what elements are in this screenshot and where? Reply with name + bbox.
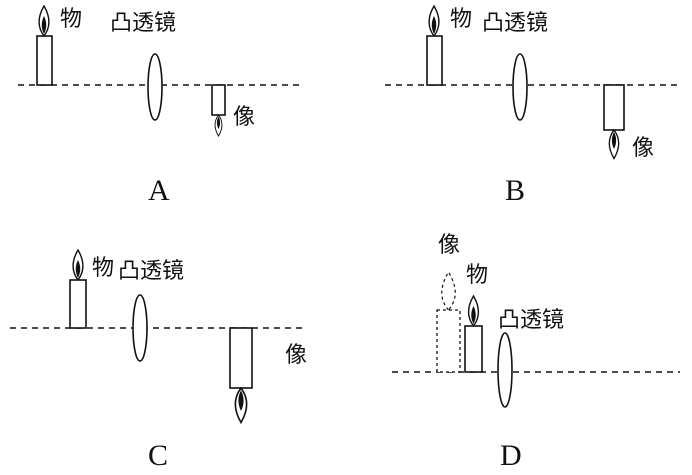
- object-label: 物: [92, 256, 114, 281]
- flame-icon: [234, 387, 248, 424]
- flame-icon: [428, 5, 440, 37]
- convex-lens: [132, 294, 148, 362]
- flame-icon: [441, 270, 456, 311]
- option-d-panel: 像 物 凸透镜 D: [392, 233, 680, 472]
- object-candle: [36, 35, 53, 86]
- image-label: 像: [632, 136, 654, 161]
- image-label: 像: [438, 233, 460, 258]
- flame-icon: [214, 114, 223, 137]
- convex-lens: [497, 332, 513, 408]
- convex-lens: [512, 53, 528, 121]
- option-label: D: [500, 439, 522, 472]
- image-candle: [211, 84, 226, 116]
- lens-label: 凸透镜: [482, 11, 548, 36]
- image-candle: [229, 327, 253, 389]
- object-candle: [464, 325, 483, 373]
- object-candle: [426, 35, 443, 86]
- option-label: B: [505, 174, 525, 207]
- virtual-image-candle: [436, 309, 461, 373]
- image-label: 像: [285, 343, 307, 368]
- option-label: A: [148, 174, 170, 207]
- object-label: 物: [450, 7, 472, 32]
- lens-label: 凸透镜: [118, 259, 184, 284]
- option-c-panel: 物 凸透镜 像 C: [10, 249, 307, 472]
- convex-lens: [147, 53, 163, 121]
- flame-icon: [38, 5, 50, 37]
- object-label: 物: [466, 263, 488, 288]
- object-candle: [69, 279, 87, 329]
- flame-icon: [467, 295, 480, 327]
- image-label: 像: [233, 105, 255, 130]
- lens-label: 凸透镜: [110, 11, 176, 36]
- flame-icon: [608, 129, 620, 160]
- object-label: 物: [60, 7, 82, 32]
- option-label: C: [148, 439, 168, 472]
- option-a-panel: 物 凸透镜 像 A: [18, 5, 300, 207]
- flame-icon: [72, 249, 84, 281]
- lens-label: 凸透镜: [498, 308, 564, 333]
- option-b-panel: 物 凸透镜 像 B: [385, 5, 680, 207]
- image-candle: [603, 84, 625, 131]
